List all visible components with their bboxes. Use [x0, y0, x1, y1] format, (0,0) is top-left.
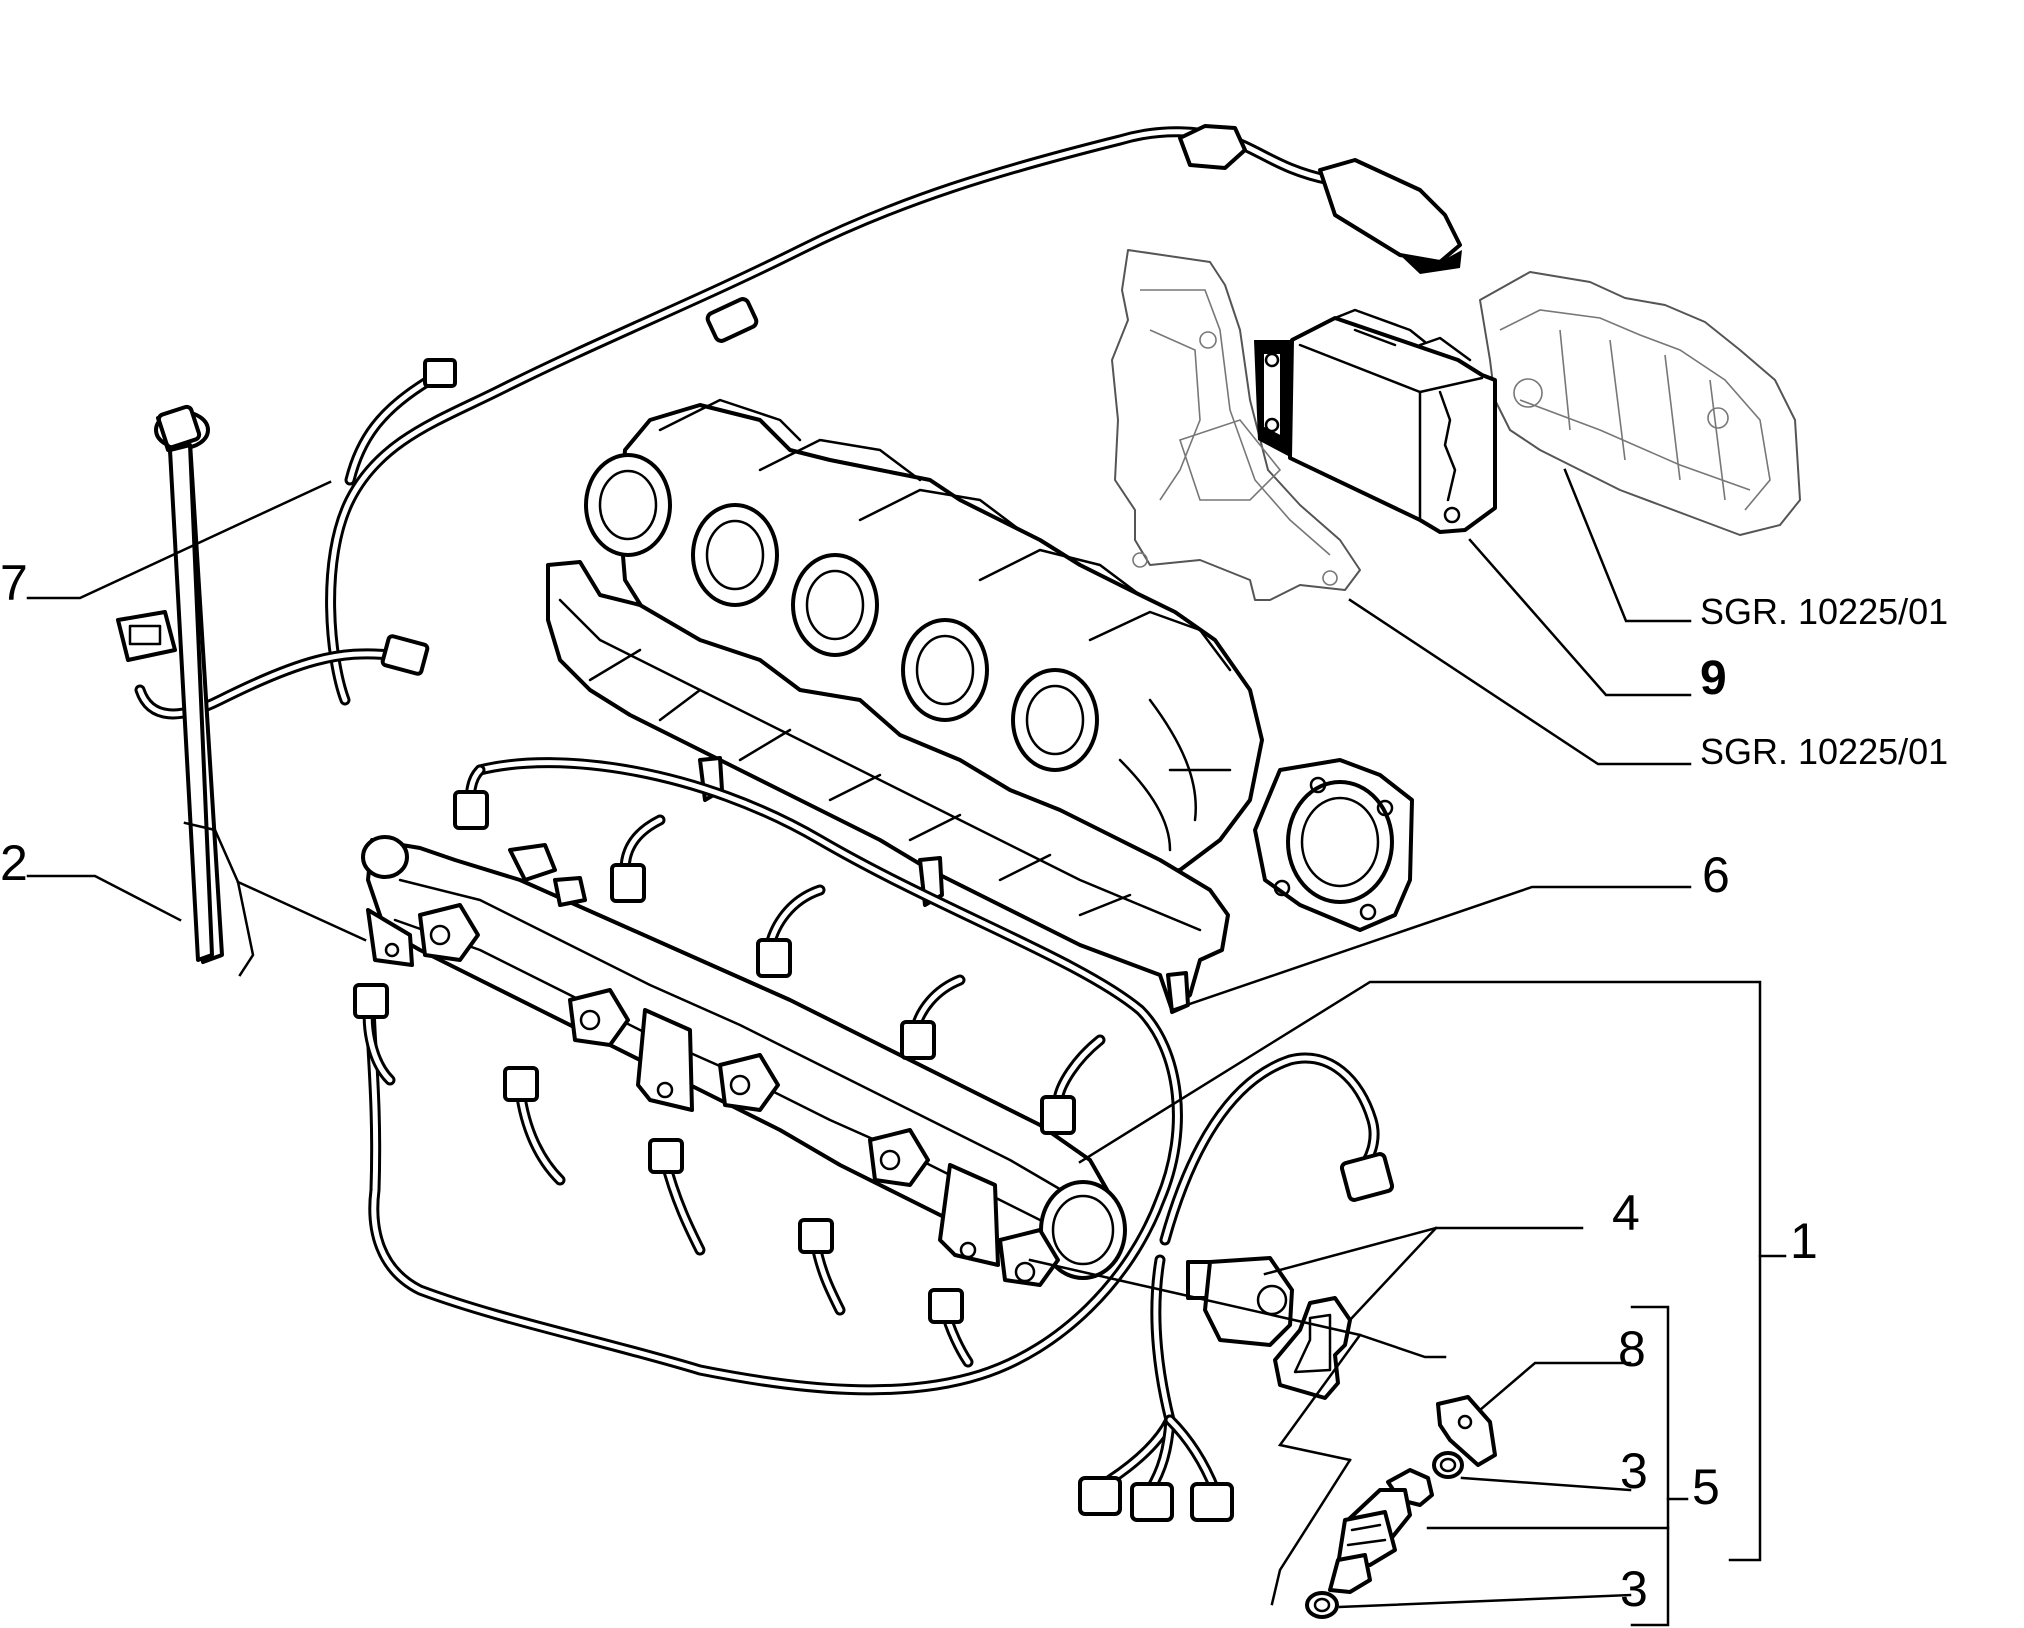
- callout-2: 2: [0, 835, 28, 891]
- injector-boss-1: [418, 903, 480, 962]
- injector-boss-4: [868, 1128, 930, 1187]
- o-ring-3-upper: [1432, 1451, 1464, 1479]
- intake-port-2: [691, 503, 779, 607]
- reference-bracket: [1111, 249, 1361, 601]
- intake-port-1: [584, 453, 672, 557]
- o-ring-3-lower: [1305, 1591, 1339, 1619]
- callout-8: 8: [1618, 1321, 1646, 1377]
- injector-clip-8: [1436, 1395, 1497, 1467]
- fuel-rail-1: [361, 835, 1127, 1287]
- harness-support-rail-6: [546, 560, 1230, 1014]
- injector-boss-2: [568, 988, 630, 1047]
- bolt-2: [154, 404, 224, 964]
- pressure-sensor-4: [1186, 1256, 1294, 1347]
- injector-harness: [353, 757, 1395, 1522]
- callout-9: 9: [1700, 652, 1727, 705]
- fuel-injector-5: [1328, 1468, 1434, 1594]
- reference-label-lower: SGR. 10225/01: [1700, 731, 1949, 772]
- callout-6: 6: [1702, 847, 1730, 903]
- callout-5: 5: [1692, 1459, 1720, 1515]
- injector-boss-5: [998, 1228, 1060, 1287]
- callout-3-lower: 3: [1620, 1561, 1648, 1617]
- injector-boss-3: [718, 1053, 780, 1112]
- control-unit-9: [1254, 308, 1497, 534]
- harness-7: [116, 124, 1462, 720]
- intake-port-3: [791, 553, 879, 657]
- callout-3-upper: 3: [1620, 1443, 1648, 1499]
- reference-oil-pan: [1479, 271, 1801, 536]
- intake-port-4: [901, 618, 989, 722]
- callout-4: 4: [1612, 1185, 1640, 1241]
- leader-lines: [26, 468, 1787, 1627]
- intake-manifold: [584, 398, 1414, 932]
- intake-port-5: [1011, 668, 1099, 772]
- callout-7: 7: [0, 555, 28, 611]
- callout-1: 1: [1790, 1213, 1818, 1269]
- reference-label-upper: SGR. 10225/01: [1700, 591, 1949, 632]
